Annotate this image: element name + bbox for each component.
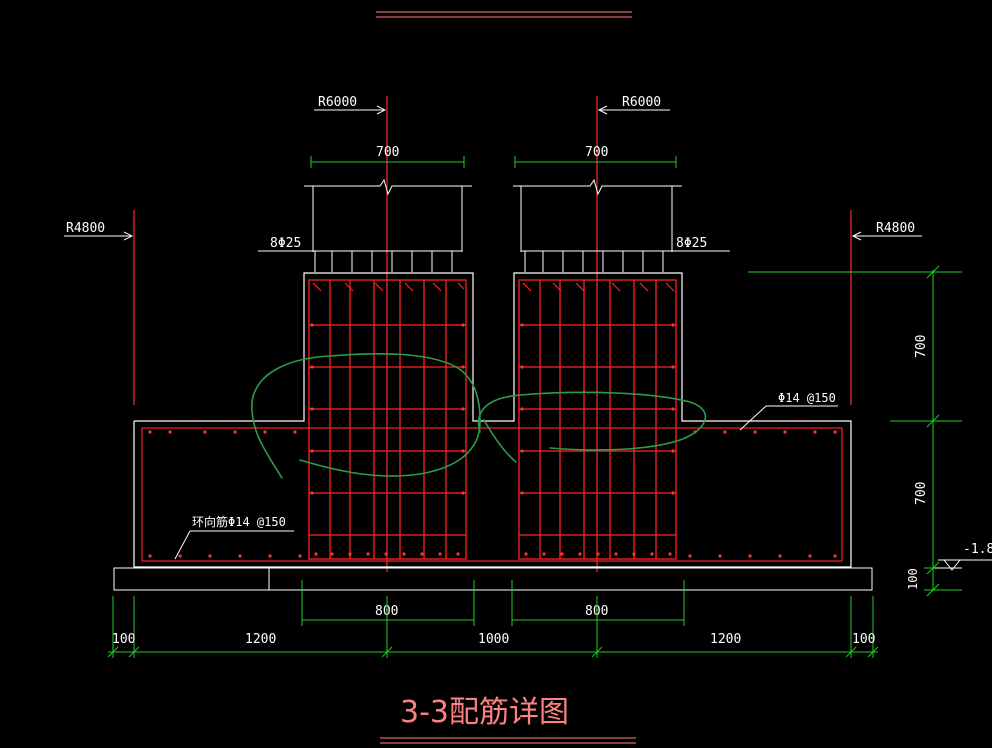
markup-scribble bbox=[251, 352, 707, 479]
column-width-dims bbox=[310, 156, 677, 168]
pedestal1-rebar bbox=[308, 279, 467, 560]
top-bar-leader bbox=[739, 405, 838, 431]
axis-label-col1: R6000 bbox=[318, 95, 357, 110]
col1-bars-label: 8Φ25 bbox=[270, 236, 301, 251]
bottom-dim-chain bbox=[107, 596, 879, 658]
footing-outline bbox=[133, 272, 852, 568]
axis-labels: R4800 R4800 R6000 R6000 bbox=[66, 95, 915, 236]
ring-bar-leader bbox=[174, 530, 294, 560]
col2-width-label: 700 bbox=[585, 145, 608, 160]
header-lines bbox=[376, 11, 632, 18]
bottom-dim-1: 100 bbox=[112, 632, 135, 647]
col1-width-label: 700 bbox=[376, 145, 399, 160]
right-dim-chain bbox=[748, 265, 962, 597]
rebar-hooks bbox=[312, 282, 675, 292]
bottom-dim-2: 1200 bbox=[245, 632, 276, 647]
bottom-dim-labels: 100 1200 1000 1200 100 bbox=[112, 632, 875, 647]
axis-label-left: R4800 bbox=[66, 221, 105, 236]
dim-upper-label: 700 bbox=[914, 335, 929, 358]
pedestal2-rebar bbox=[518, 279, 677, 560]
cushion-layer bbox=[113, 567, 873, 591]
elevation-label: -1.80 bbox=[963, 542, 992, 557]
footing-rebar bbox=[141, 427, 843, 562]
pedestal-width-dims bbox=[301, 580, 685, 626]
axis-lines bbox=[133, 96, 852, 572]
title-underline bbox=[380, 737, 636, 744]
bottom-dim-3: 1000 bbox=[478, 632, 509, 647]
dim-lower-label: 700 bbox=[914, 482, 929, 505]
dim-cushion-label: 100 bbox=[906, 568, 920, 590]
bottom-dim-5: 100 bbox=[852, 632, 875, 647]
axis-leaders bbox=[64, 105, 922, 241]
elevation-marker bbox=[934, 559, 992, 571]
rebar-dots bbox=[148, 323, 837, 558]
ring-bar-label: 环向筋Φ14 @150 bbox=[192, 514, 286, 529]
axis-label-col2: R6000 bbox=[622, 95, 661, 110]
bottom-dim-4: 1200 bbox=[710, 632, 741, 647]
top-bar-label: Φ14 @150 bbox=[778, 391, 836, 405]
axis-label-right: R4800 bbox=[876, 221, 915, 236]
upper-columns bbox=[304, 178, 682, 252]
col2-bars-label: 8Φ25 bbox=[676, 236, 707, 251]
column-bar-ticks bbox=[314, 251, 664, 272]
drawing-title: 3-3配筋详图 bbox=[400, 695, 569, 730]
